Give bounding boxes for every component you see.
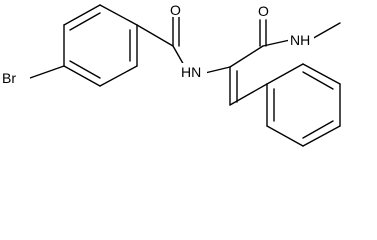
methylamide-nh-label: NH — [290, 32, 310, 48]
bond-inner — [69, 12, 101, 31]
n-alpha-bond — [204, 66, 231, 74]
carbonyl-nh-bond — [262, 39, 291, 47]
bond — [266, 125, 304, 147]
terminal-oxygen-label: O — [258, 3, 269, 19]
bromophenyl-ring — [63, 4, 138, 87]
vinyl-phenyl-bond — [229, 83, 268, 106]
phenyl-ring — [266, 63, 341, 147]
amide-oxygen-label: O — [170, 2, 181, 18]
bromine-label: Br — [2, 70, 16, 86]
alpha-carbonyl-bond — [229, 45, 264, 68]
bond-inner — [302, 120, 334, 139]
bond — [99, 4, 138, 26]
bond — [99, 65, 138, 87]
bond-inner — [69, 60, 101, 79]
bond-inner — [302, 71, 334, 90]
bond — [302, 125, 341, 147]
structure-canvas: Br O HN O NH — [0, 1, 341, 147]
bond — [63, 65, 101, 87]
bond — [266, 63, 304, 85]
bond — [63, 4, 101, 26]
molecule-drawing: Br O HN O NH — [0, 1, 341, 147]
bond — [302, 63, 341, 85]
ring-carbonyl-bond — [136, 24, 174, 47]
nh-methyl-bond — [309, 22, 341, 41]
amide-nh-label: HN — [181, 64, 201, 80]
c-br-bond — [29, 65, 65, 79]
